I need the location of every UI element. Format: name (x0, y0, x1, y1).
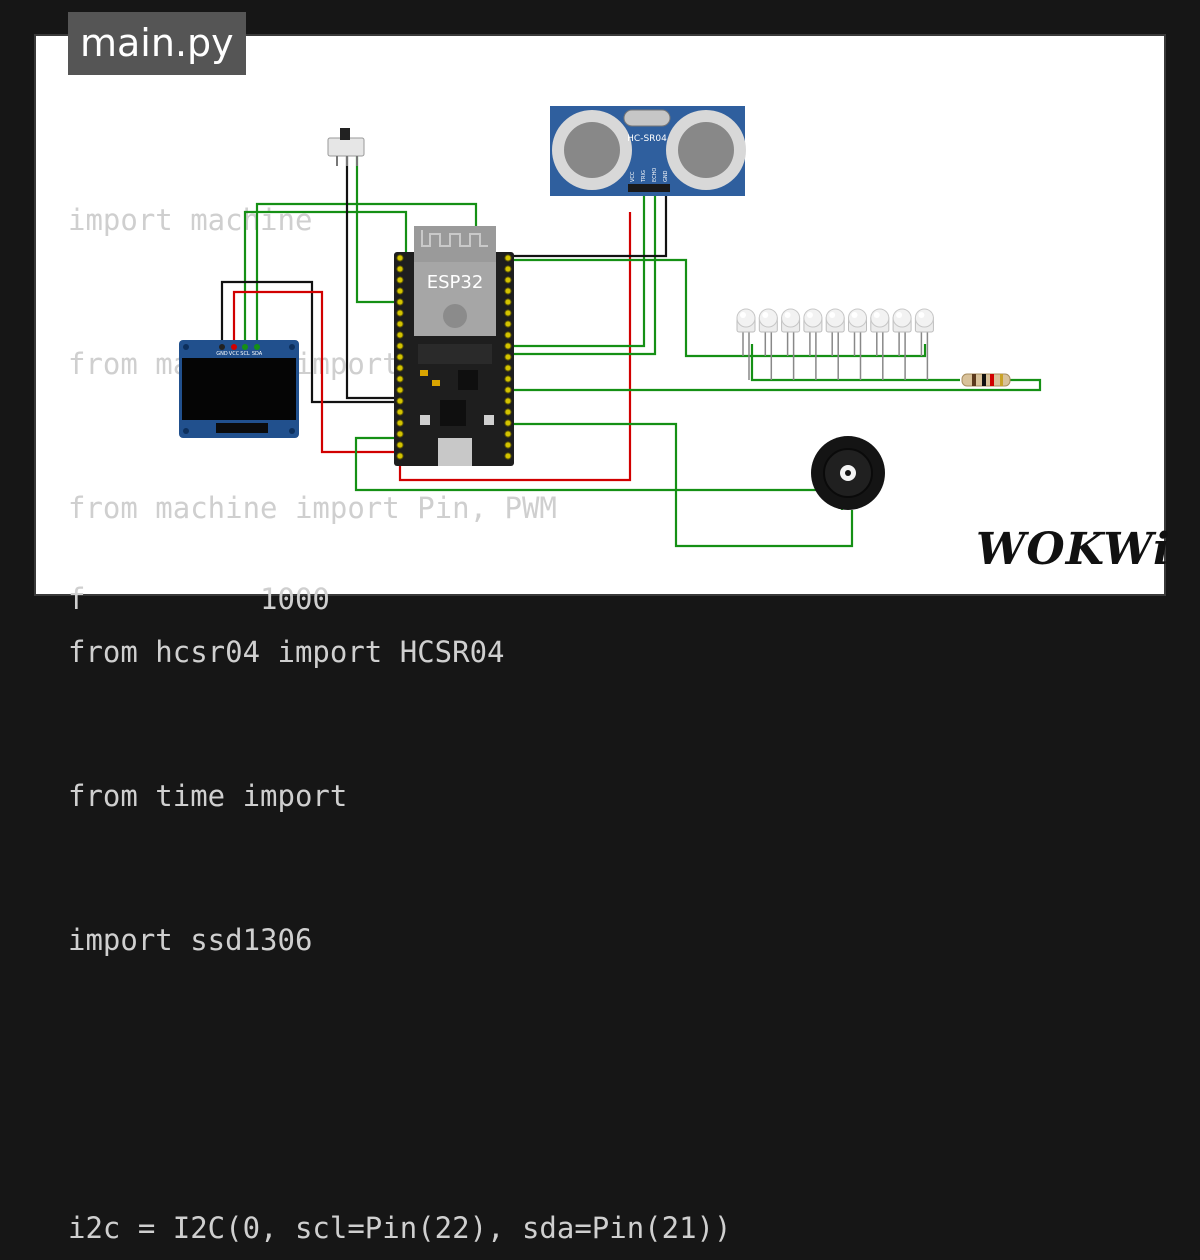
oled-display[interactable]: GND VCC SCL SDA (179, 340, 299, 438)
wire-led-bus[interactable] (508, 258, 927, 358)
esp32-pin-right[interactable] (504, 375, 512, 383)
resistor[interactable] (961, 373, 1011, 387)
esp32-pin-left[interactable] (396, 375, 404, 383)
code-line-1: import machine (68, 203, 313, 237)
code-line-3: from machine import Pin, PWM (68, 491, 557, 525)
esp32-pin-right[interactable] (504, 408, 512, 416)
sensor-pin-echo: ECHO (652, 168, 658, 182)
oled-pin-label: SCL (240, 351, 250, 357)
esp32-pin-left[interactable] (396, 254, 404, 262)
esp32-pin-left[interactable] (396, 386, 404, 394)
wires (220, 152, 1042, 548)
esp32-pin-right[interactable] (504, 397, 512, 405)
esp32-pin-left[interactable] (396, 452, 404, 460)
wire-sensor-trig[interactable] (508, 192, 646, 348)
esp32-pin-right[interactable] (504, 331, 512, 339)
file-tab-main-py[interactable]: main.py (68, 12, 246, 75)
esp32-pin-left[interactable] (396, 331, 404, 339)
code-line-6: import ssd1306 (68, 923, 313, 957)
led[interactable] (758, 308, 778, 380)
esp32-pin-right[interactable] (504, 254, 512, 262)
esp32-label: ESP32 (427, 272, 484, 293)
esp32-pin-right[interactable] (504, 430, 512, 438)
usb-port (438, 438, 472, 466)
esp32-pin-right[interactable] (504, 287, 512, 295)
oled-pin-label: VCC (229, 351, 240, 357)
esp32-pin-left[interactable] (396, 287, 404, 295)
esp32-pin-left[interactable] (396, 320, 404, 328)
led[interactable] (736, 308, 756, 380)
esp32-board[interactable]: ESP32 (394, 226, 514, 466)
esp32-pin-right[interactable] (504, 419, 512, 427)
esp32-pin-left[interactable] (396, 441, 404, 449)
esp32-pin-left[interactable] (396, 309, 404, 317)
esp32-pin-right[interactable] (504, 386, 512, 394)
esp32-pin-right[interactable] (504, 452, 512, 460)
code-line-4: from hcsr04 import HCSR04 (68, 635, 505, 669)
led[interactable] (825, 308, 845, 380)
wire-resistor-return[interactable] (508, 378, 1042, 392)
esp32-pin-right[interactable] (504, 441, 512, 449)
sensor-pin-gnd: GND (663, 170, 669, 182)
esp32-pin-right[interactable] (504, 364, 512, 372)
wire-switch-gnd[interactable] (345, 152, 400, 400)
code-line-overflow: f 1000 (68, 582, 330, 616)
esp32-pin-right[interactable] (504, 342, 512, 350)
esp32-pin-left[interactable] (396, 298, 404, 306)
wire-led-common[interactable] (750, 344, 960, 382)
led[interactable] (848, 308, 867, 380)
circuit-diagram: GND VCC SCL SDA ESP32 HC-SR04 VCC TRIG (179, 106, 1042, 548)
esp32-pin-right[interactable] (504, 353, 512, 361)
esp32-pin-right[interactable] (504, 298, 512, 306)
esp32-pin-left[interactable] (396, 408, 404, 416)
esp32-pin-right[interactable] (504, 276, 512, 284)
wire-oled-scl[interactable] (243, 210, 408, 347)
oled-pin-label: GND (216, 351, 228, 357)
code-line-5: from time import (68, 779, 348, 813)
esp32-pin-left[interactable] (396, 364, 404, 372)
esp32-left-pin-header (396, 254, 404, 460)
led[interactable] (914, 308, 934, 380)
wire-sensor-gnd[interactable] (508, 192, 668, 258)
esp32-pin-left[interactable] (396, 342, 404, 350)
led-row (736, 308, 934, 380)
led[interactable] (892, 308, 912, 380)
esp32-pin-left[interactable] (396, 430, 404, 438)
esp32-pin-right[interactable] (504, 309, 512, 317)
sensor-pin-vcc: VCC (630, 171, 636, 182)
esp32-pin-right[interactable] (504, 265, 512, 273)
wokwi-logo: WOKWi (976, 524, 1171, 575)
code-line-7 (68, 1060, 731, 1108)
led[interactable] (781, 308, 801, 380)
esp32-pin-left[interactable] (396, 353, 404, 361)
led[interactable] (803, 308, 823, 380)
oled-pin-label: SDA (252, 351, 263, 357)
wire-switch-signal[interactable] (355, 152, 400, 304)
esp32-pin-left[interactable] (396, 397, 404, 405)
esp32-right-pin-header (504, 254, 512, 460)
buzzer[interactable] (811, 436, 885, 510)
hc-sr04-sensor[interactable]: HC-SR04 VCC TRIG ECHO GND (550, 106, 746, 196)
esp32-pin-right[interactable] (504, 320, 512, 328)
esp32-pin-left[interactable] (396, 419, 404, 427)
esp32-pin-left[interactable] (396, 265, 404, 273)
wire-buzzer-gnd[interactable] (508, 422, 854, 548)
wire-oled-gnd[interactable] (220, 280, 400, 404)
sensor-pin-trig: TRIG (641, 170, 647, 183)
esp32-pin-left[interactable] (396, 276, 404, 284)
espressif-logo-icon (443, 304, 467, 328)
slide-switch[interactable] (327, 128, 365, 166)
sensor-label: HC-SR04 (627, 134, 667, 144)
wire-sensor-echo[interactable] (508, 192, 657, 356)
led[interactable] (870, 308, 890, 380)
wire-oled-vcc[interactable] (232, 212, 632, 482)
code-line-8: i2c = I2C(0, scl=Pin(22), sda=Pin(21)) (68, 1211, 732, 1245)
